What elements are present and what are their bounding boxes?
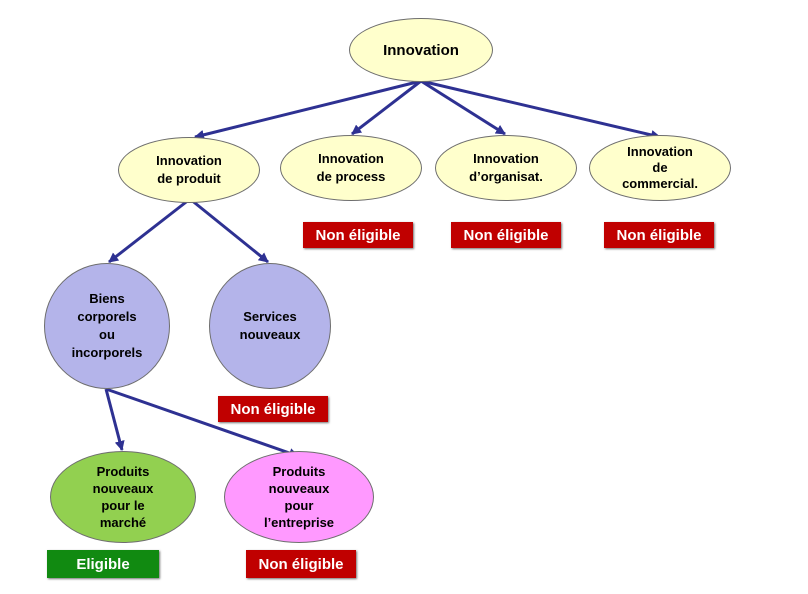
arrow-produit-to-services — [189, 197, 269, 264]
node-label-line: Produits — [96, 464, 150, 479]
node-label-line: Produits — [272, 464, 326, 479]
node-label-line: Biens — [89, 291, 125, 306]
badge-organisation-non-eligible: Non éligible — [451, 222, 561, 248]
arrow-innovation-to-organisation — [420, 79, 506, 136]
node-label-line: incorporels — [71, 345, 143, 360]
node-label-line: d’organisat. — [469, 169, 543, 184]
arrow-biens-to-marche — [104, 388, 125, 451]
node-produits-marche: Produits nouveaux pour le marché — [50, 451, 196, 543]
node-label-line: l’entreprise — [263, 515, 335, 530]
badge-label: Non éligible — [616, 226, 702, 244]
arrow-biens-to-entreprise — [105, 387, 299, 458]
badge-label: Non éligible — [315, 226, 401, 244]
badge-commercial-non-eligible: Non éligible — [604, 222, 714, 248]
node-innovation-produit: Innovation de produit — [118, 137, 260, 203]
node-services-nouveaux: Services nouveaux — [209, 263, 331, 389]
node-innovation-commercial: Innovation de commercial. — [589, 135, 731, 201]
arrow-innovation-to-produit — [194, 79, 422, 140]
node-label-line: Innovation — [318, 151, 384, 166]
node-label-line: corporels — [77, 309, 137, 324]
node-label-line: marché — [99, 515, 147, 530]
node-label-line: pour — [284, 498, 314, 513]
badge-label: Non éligible — [463, 226, 549, 244]
node-label-line: commercial. — [622, 176, 698, 191]
node-label-line: nouveaux — [268, 481, 330, 496]
node-biens-corporels: Biens corporels ou incorporels — [44, 263, 170, 389]
node-label-line: Services — [243, 309, 297, 324]
badge-label: Non éligible — [258, 555, 344, 573]
node-label-line: ou — [99, 327, 115, 342]
badge-marche-eligible: Eligible — [47, 550, 159, 578]
node-innovation: Innovation — [349, 18, 493, 82]
badge-entreprise-non-eligible: Non éligible — [246, 550, 356, 578]
badge-services-non-eligible: Non éligible — [218, 396, 328, 422]
node-innovation-organisation: Innovation d’organisat. — [435, 135, 577, 201]
node-produits-entreprise: Produits nouveaux pour l’entreprise — [224, 451, 374, 543]
arrow-innovation-to-process — [351, 79, 422, 136]
badge-label: Non éligible — [230, 400, 316, 418]
arrow-innovation-to-commercial — [420, 79, 661, 140]
arrow-produit-to-biens — [108, 197, 191, 264]
node-label-line: de process — [316, 169, 386, 184]
node-label-line: de — [652, 160, 668, 175]
node-label-line: Innovation — [473, 151, 539, 166]
badge-process-non-eligible: Non éligible — [303, 222, 413, 248]
node-innovation-process: Innovation de process — [280, 135, 422, 201]
node-label-line: nouveaux — [239, 327, 301, 342]
node-label-line: pour le — [101, 498, 145, 513]
badge-label: Eligible — [76, 555, 130, 573]
node-label-line: de produit — [157, 171, 221, 186]
node-innovation-label: Innovation — [383, 41, 459, 59]
node-label-line: Innovation — [156, 153, 222, 168]
node-label-line: Innovation — [627, 144, 693, 159]
node-label-line: nouveaux — [92, 481, 154, 496]
